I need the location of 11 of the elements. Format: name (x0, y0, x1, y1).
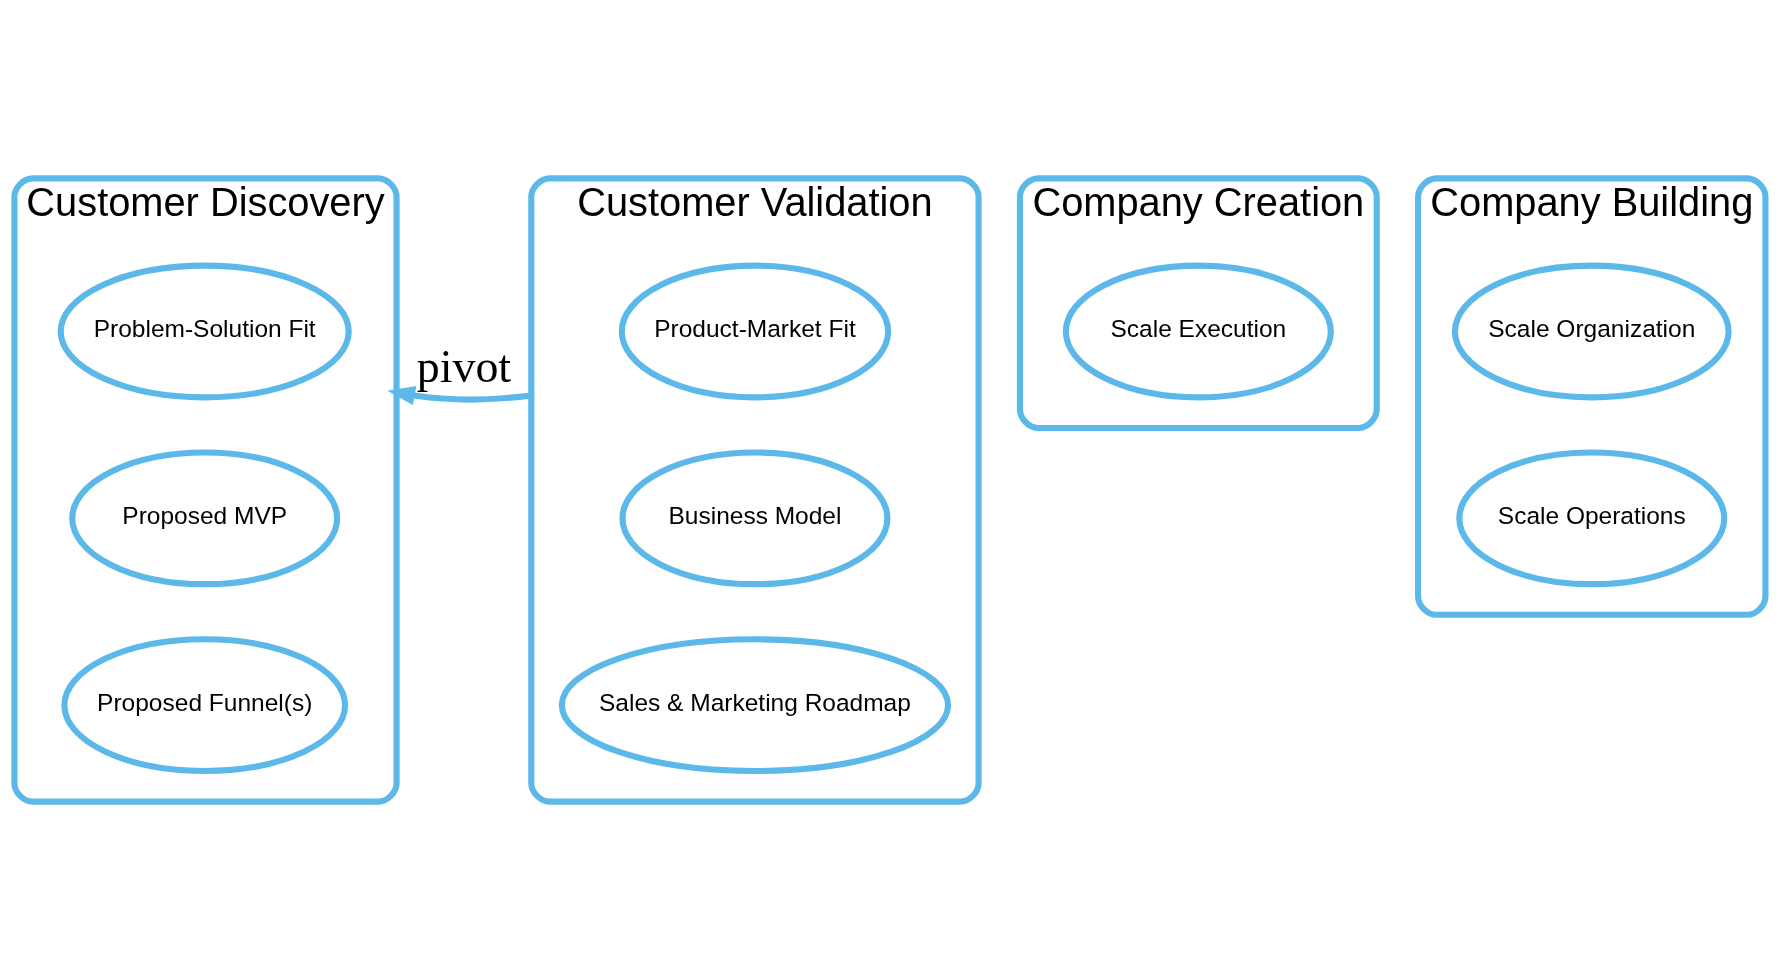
node-ellipse: Scale Organization (1451, 262, 1732, 401)
node-ellipse: Proposed MVP (69, 449, 341, 588)
edge-label: pivot (416, 341, 512, 393)
node-ellipse: Problem-Solution Fit (57, 262, 352, 401)
node-ellipse: Scale Operations (1456, 449, 1728, 588)
node-ellipse: Scale Execution (1062, 262, 1334, 401)
node-ellipse: Product-Market Fit (618, 262, 892, 401)
node-ellipse: Business Model (619, 449, 891, 588)
node-ellipse: Sales & Marketing Roadmap (558, 636, 952, 775)
arrow (387, 386, 532, 406)
node-ellipse: Proposed Funnel(s) (61, 636, 349, 775)
